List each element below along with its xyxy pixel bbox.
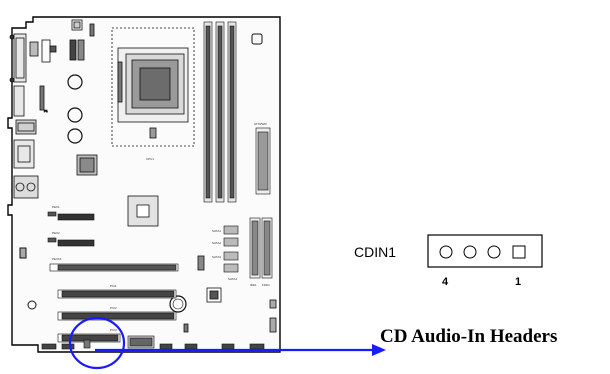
chipset	[127, 195, 159, 227]
pin-1	[512, 245, 526, 259]
io-chip	[76, 154, 98, 176]
pci3-label: PCI3	[110, 328, 117, 332]
capacitors	[67, 74, 187, 313]
fdd1-label: FDD1	[262, 283, 270, 287]
pointer-arrow	[95, 344, 386, 356]
sata2-label: SATA2	[212, 241, 221, 245]
sata3-label: SATA3	[212, 255, 221, 259]
ide-fdd	[249, 217, 273, 279]
caption: CD Audio-In Headers	[380, 326, 557, 347]
sata1-label: SATA1	[212, 229, 221, 233]
connector-name: CDIN1	[354, 244, 396, 260]
pci1-label: PCI1	[110, 284, 117, 288]
pin-label-left: 4	[442, 276, 449, 288]
cdin1-connector	[427, 234, 543, 268]
sata4-label: SATA4	[228, 277, 237, 281]
pin-label-right: 1	[515, 276, 521, 288]
svg-text:P1: P1	[44, 109, 48, 113]
pin-4	[439, 245, 453, 259]
top-right-chip	[251, 33, 263, 45]
pci2-label: PCI2	[110, 306, 117, 310]
pex-slots	[47, 211, 179, 272]
right-parts	[183, 255, 277, 333]
pci-slots	[57, 289, 177, 343]
dimm-slots	[203, 21, 237, 203]
sata-connectors	[223, 225, 239, 273]
pin-3	[463, 245, 477, 259]
io-panel: P1	[9, 33, 51, 199]
ide1-label: IDE1	[250, 283, 257, 287]
cdin-highlight-ring	[68, 316, 126, 370]
left-edge-parts	[19, 247, 37, 310]
atx-power	[255, 127, 271, 195]
cpu-label: CPU1	[146, 157, 154, 161]
cpu-socket	[111, 27, 195, 147]
atx-label: ATXPWR	[254, 122, 267, 126]
pin-2	[487, 245, 501, 259]
pex2-label: PEX2	[52, 231, 60, 235]
pex1-label: PEX1	[52, 205, 60, 209]
top-parts	[49, 19, 95, 61]
bottom-headers	[41, 335, 265, 350]
pex16-label: PEX16	[52, 257, 62, 261]
